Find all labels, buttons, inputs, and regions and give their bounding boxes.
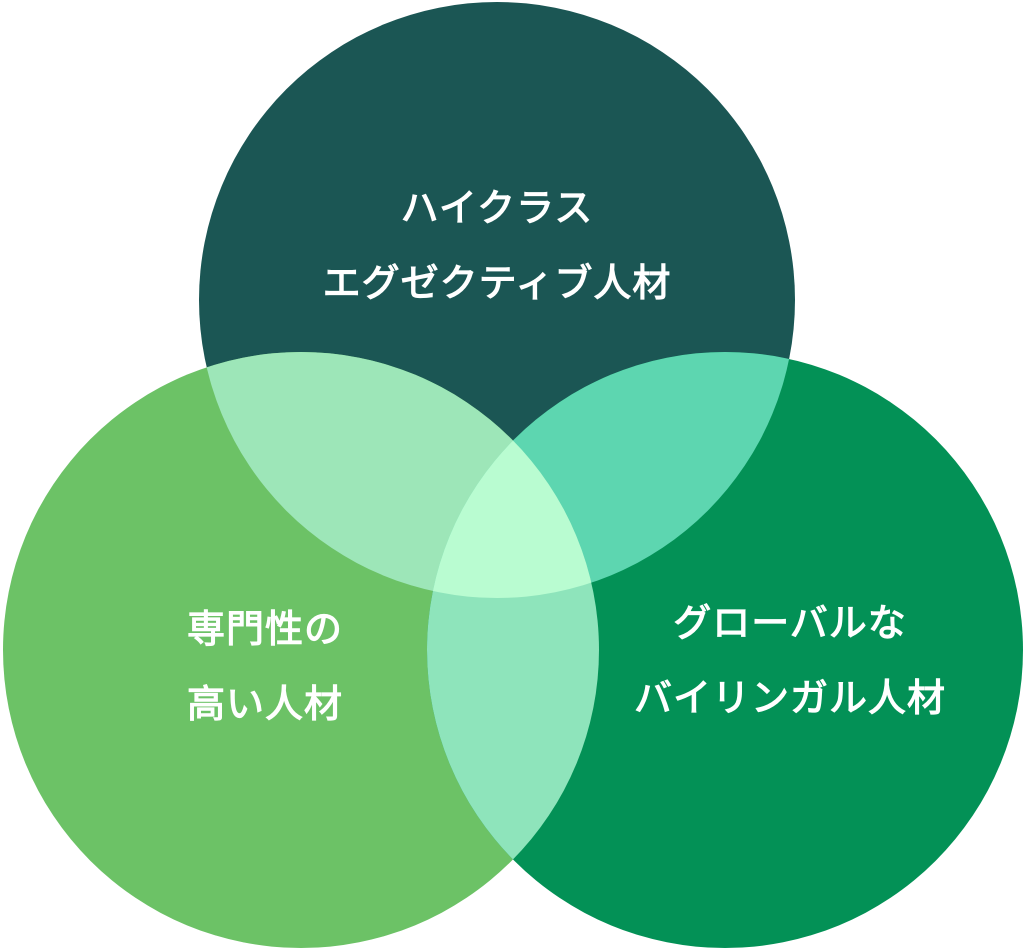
top-label-line2: エグゼクティブ人材 [323,261,672,305]
overlap-top-left [199,352,599,598]
right-label-line1: グローバルな [673,601,907,645]
top-label-line1: ハイクラス [401,186,594,230]
left-label-line1: 専門性の [187,607,343,651]
overlap-top-right [427,352,795,598]
left-label-line2: 高い人材 [187,682,343,726]
right-label-line2: バイリンガル人材 [634,676,946,720]
